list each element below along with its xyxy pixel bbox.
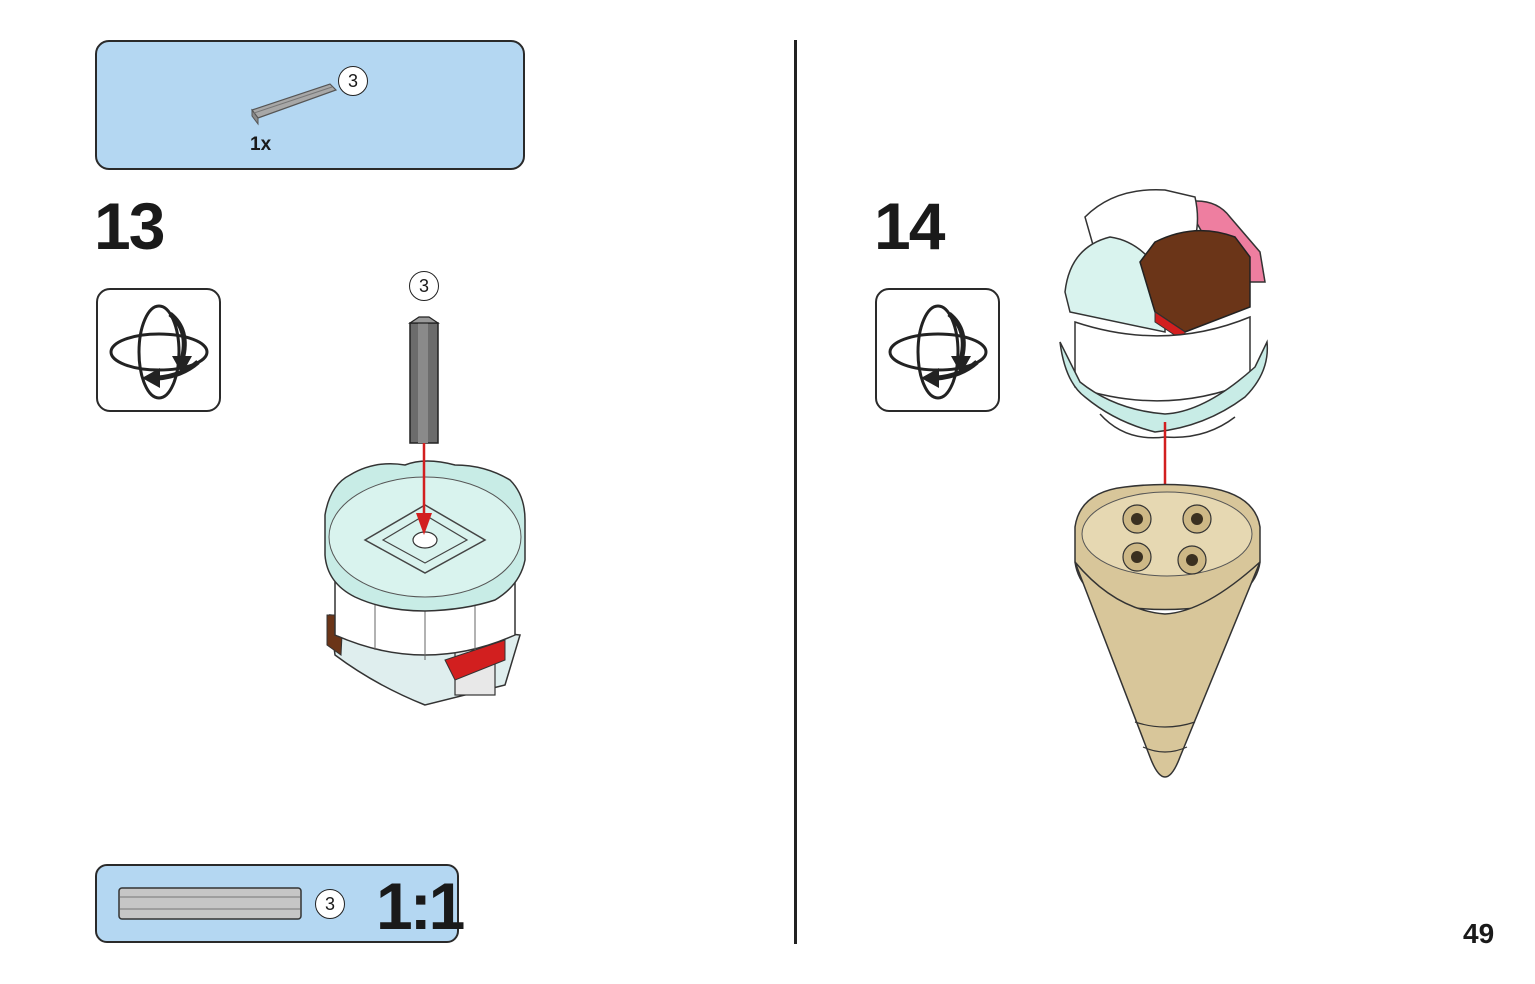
step-14-assembly-illustration [1059,188,1269,778]
axle-part-image [251,83,338,126]
axle-scale-image [118,887,302,920]
step-number-14: 14 [874,189,945,263]
rotate-model-icon [109,304,209,400]
step-13-assembly-illustration [324,316,526,706]
rotate-model-callout-14 [875,288,1000,412]
parts-list-callout [95,40,525,170]
step-number-13: 13 [94,189,165,263]
rotate-model-callout [96,288,221,412]
page-number: 49 [1463,918,1495,949]
part-size-badge-step-13: 3 [409,271,439,301]
page-divider [794,40,797,944]
scale-label: 1:1 [376,869,465,943]
part-quantity: 1x [250,134,272,155]
scale-part-size-badge: 3 [315,889,345,919]
part-size-badge: 3 [338,66,368,96]
rotate-model-icon [888,304,988,400]
